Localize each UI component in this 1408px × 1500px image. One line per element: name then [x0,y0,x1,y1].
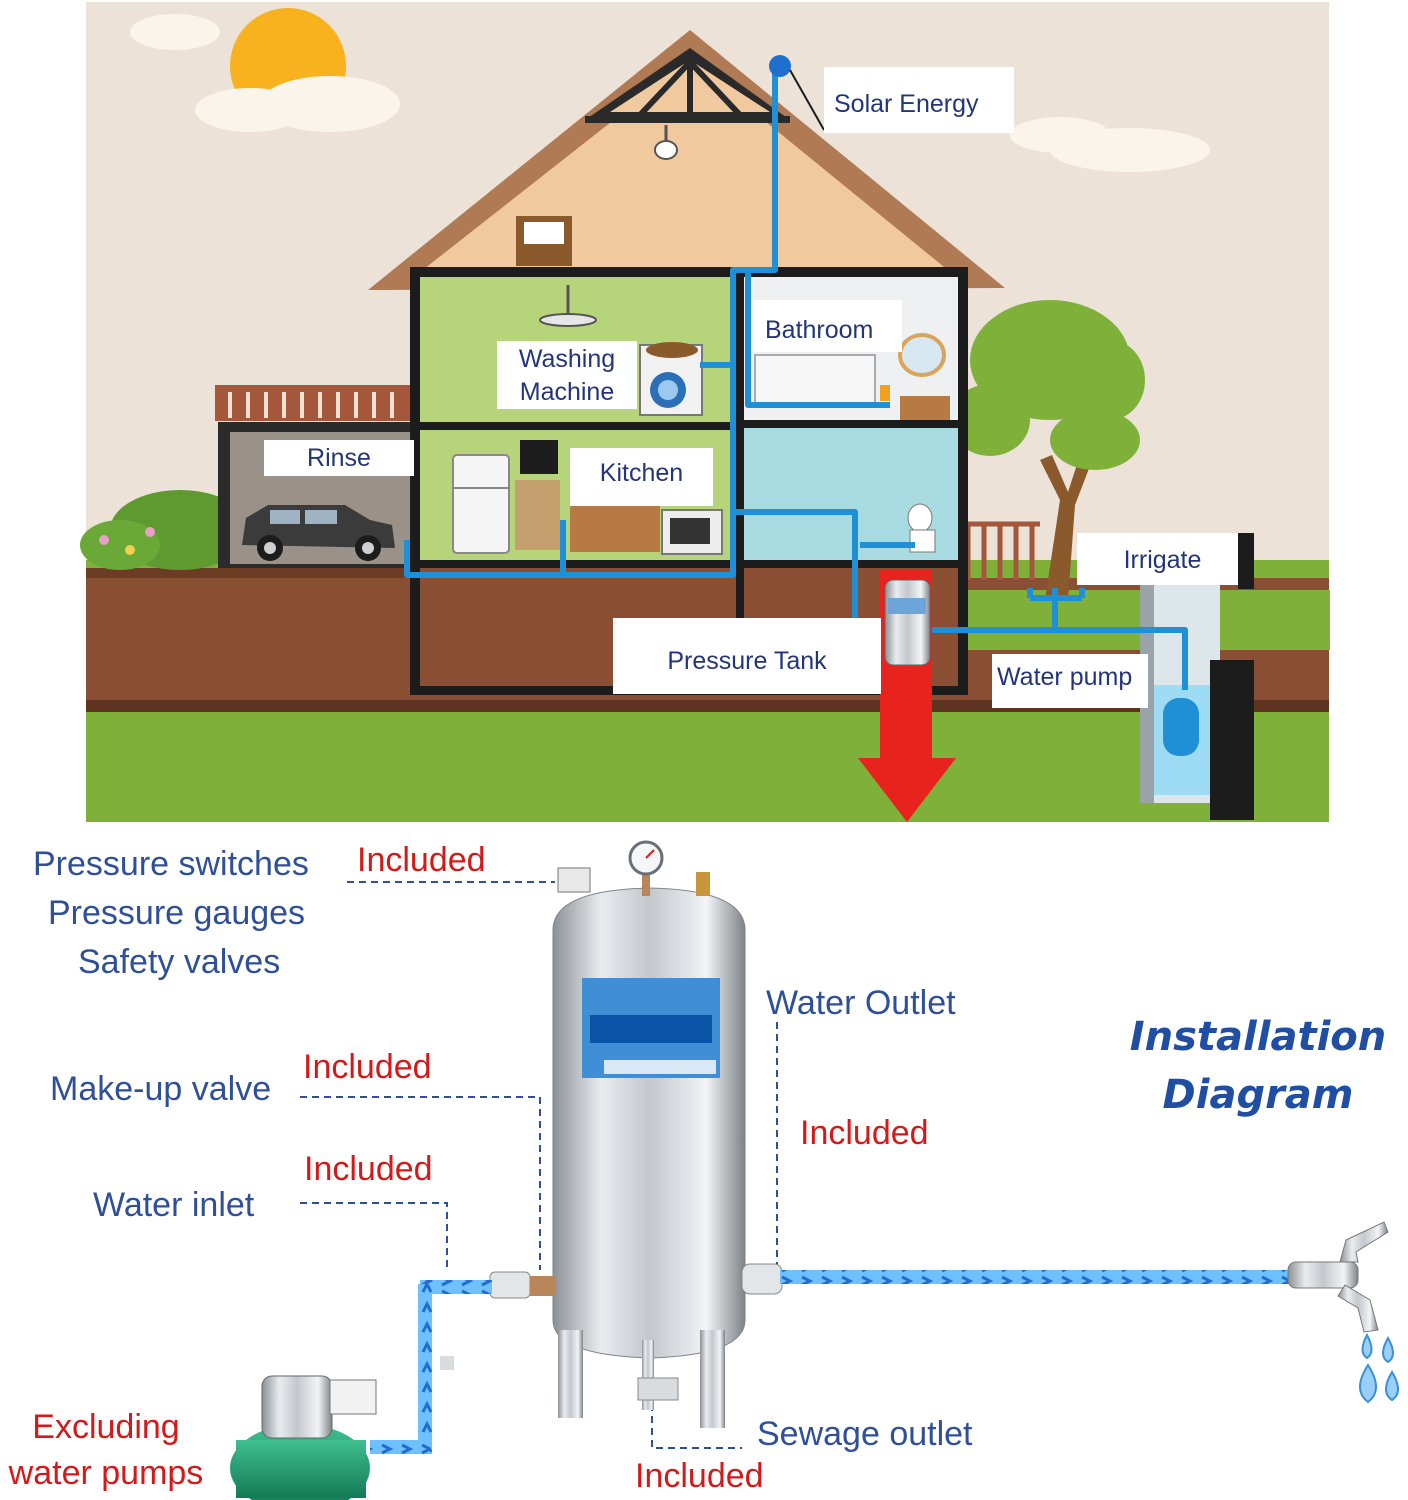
stainless-pressure-tank [489,840,783,1428]
water-drops-icon [1359,1332,1399,1404]
down-arrow-icon [858,570,956,822]
label-rinse: Rinse [264,440,414,476]
bushes [80,490,250,570]
outlet-hose [780,1270,1295,1284]
callout-pressure-gauges: Pressure gauges [48,894,306,932]
roof [368,30,1005,290]
kitchen-appliances [452,440,723,555]
bathroom-fixtures [754,333,950,553]
pressure-switch-icon [557,867,591,893]
callout-sewage-outlet: Sewage outlet [757,1415,973,1453]
label-solar-energy: Solar Energy [824,67,1014,133]
water-pump-icon [230,1375,377,1500]
well [1140,533,1254,820]
callout-water-inlet: Water inlet [93,1186,255,1224]
pump-note-line-1: Excluding [32,1408,180,1446]
callout-water-outlet: Water Outlet [766,984,956,1022]
solar-sensor-icon [769,55,791,77]
label-pressure-tank: Pressure Tank [613,618,881,694]
garage [215,385,418,568]
status-water-inlet: Included [304,1150,433,1188]
label-kitchen: Kitchen [570,448,713,506]
lawn [86,712,1329,822]
status-top-fittings: Included [357,841,486,879]
inlet-hose [420,1280,492,1294]
callout-pressure-switches: Pressure switches [33,845,309,883]
outlet-fitting [741,1263,783,1295]
safety-valve-icon [696,872,710,896]
label-washing-machine-line-2: Machine [519,378,615,406]
car-icon [242,505,395,561]
diagram-title-line-2: Diagram [1162,1072,1354,1118]
status-makeup-valve: Included [303,1048,432,1086]
tree-icon [950,300,1145,600]
label-irrigate: Irrigate [1077,533,1238,585]
callout-safety-valves: Safety valves [78,943,281,981]
water-pipes [404,70,1188,690]
faucet-icon [1287,1221,1389,1333]
label-water-pump: Water pump [992,654,1148,708]
pump-note-line-2: water pumps [8,1454,204,1492]
callout-pump-note: Excluding water pumps [0,1404,212,1496]
diagram-title-line-1: Installation [1129,1014,1387,1060]
sun-icon [130,8,1210,172]
label-bathroom: Bathroom [752,300,902,352]
status-water-outlet: Included [800,1114,929,1152]
installation-scene [230,840,1399,1500]
label-washing-machine: Washing Machine [497,341,637,409]
washing-machine-icon [639,342,703,416]
sewage-valve-icon [637,1377,679,1401]
diagram-title: Installation Diagram [1108,1008,1408,1124]
inlet-fitting [489,1271,531,1299]
callout-makeup-valve: Make-up valve [50,1070,272,1108]
status-sewage-outlet: Included [635,1457,764,1495]
label-washing-machine-line-1: Washing [518,345,616,373]
leader-lines [300,881,778,1449]
submersible-pump-icon [1163,698,1199,756]
